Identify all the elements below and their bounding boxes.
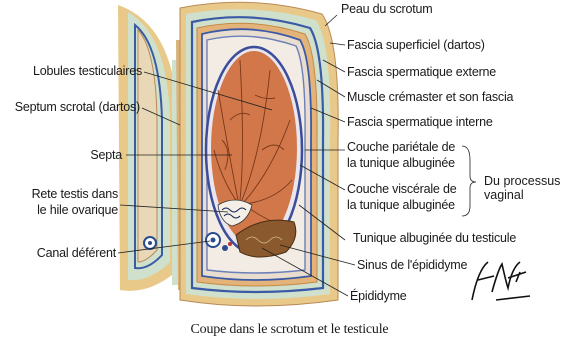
label-muscle-cremaster: Muscle crémaster et son fascia <box>347 90 513 105</box>
label-tunique-albuginee: Tunique albuginée du testicule <box>353 231 516 246</box>
label-septum-scrotal: Septum scrotal (dartos) <box>2 100 140 115</box>
label-lobules-testiculaires: Lobules testiculaires <box>6 64 142 79</box>
label-couche-parietale-line1: Couche pariétale de <box>347 140 455 155</box>
label-rete-testis-line2: le hile ovarique <box>20 203 118 218</box>
main-compartment <box>180 2 338 306</box>
label-couche-viscerale-line2: la tunique albuginée <box>347 198 455 213</box>
label-fascia-superficiel: Fascia superficiel (dartos) <box>347 38 485 53</box>
label-couche-viscerale-line1: Couche viscérale de <box>347 182 456 197</box>
figure-caption: Coupe dans le scrotum et le testicule <box>0 322 579 338</box>
label-canal-deferent: Canal déférent <box>20 246 116 261</box>
label-epididyme: Épididyme <box>350 289 407 304</box>
label-peau-du-scrotum: Peau du scrotum <box>341 2 433 17</box>
label-du-processus-vaginal: Du processus vaginal <box>484 174 579 202</box>
label-fascia-spermatique-interne: Fascia spermatique interne <box>347 115 493 130</box>
left-compartment <box>118 5 178 291</box>
netter-signature <box>472 262 530 300</box>
label-rete-testis-line1: Rete testis dans <box>20 187 118 202</box>
label-couche-parietale-line2: la tunique albuginée <box>347 156 455 171</box>
label-septa: Septa <box>60 148 122 163</box>
label-sinus-epididyme: Sinus de l'épididyme <box>357 258 467 273</box>
label-fascia-spermatique-externe: Fascia spermatique externe <box>347 65 496 80</box>
